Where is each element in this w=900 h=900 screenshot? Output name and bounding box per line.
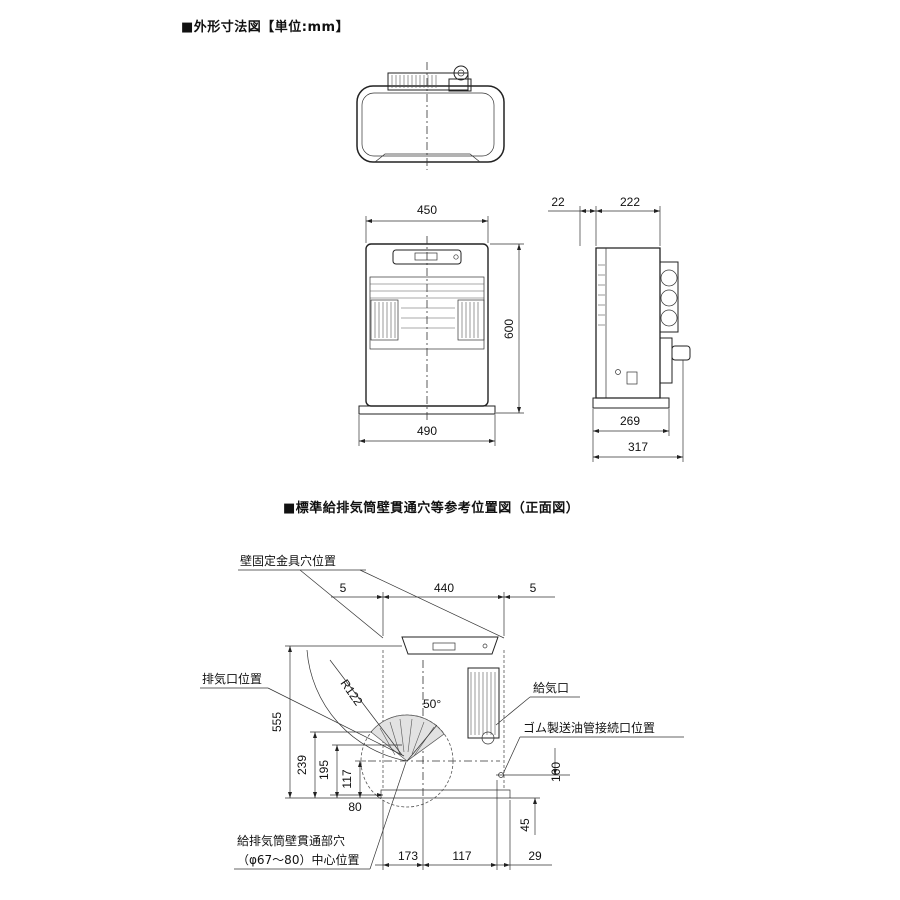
side-view: 22 222 269 317 <box>548 195 691 462</box>
dim-45: 45 <box>518 818 532 832</box>
section-title-dimensions: ■外形寸法図【単位:mm】 <box>181 20 350 35</box>
dim-29: 29 <box>528 849 542 863</box>
section-title-wall-position: ■標準給排気筒壁貫通穴等参考位置図（正面図） <box>283 501 580 516</box>
dim-195: 195 <box>317 760 331 780</box>
dim-right-gap: 5 <box>530 581 537 595</box>
dim-left-gap: 5 <box>340 581 347 595</box>
dim-117b: 117 <box>452 849 471 863</box>
dim-span: 440 <box>434 581 454 595</box>
dim-80: 80 <box>348 800 362 814</box>
intake-port-label: 給気口 <box>533 680 569 695</box>
through-hole-label-1: 給排気筒壁貫通部穴 <box>237 833 345 848</box>
dim-base-width: 490 <box>417 424 437 438</box>
dim-239: 239 <box>295 755 309 775</box>
dim-front-width: 450 <box>417 203 437 217</box>
dim-117: 117 <box>340 769 354 788</box>
wall-position-view: 50° R122 壁固定金具穴位置 5 440 5 排気口位置 <box>200 553 684 870</box>
angle-label: 50° <box>423 697 441 711</box>
rubber-pipe-label: ゴム製送油管接続口位置 <box>523 720 655 735</box>
dim-base-depth: 317 <box>628 440 648 454</box>
top-view <box>356 62 505 170</box>
radius-label: R122 <box>338 677 366 709</box>
dim-front-height: 600 <box>502 319 516 339</box>
front-view: 450 600 490 <box>358 203 524 446</box>
dim-side-offset: 22 <box>551 195 565 209</box>
dim-173: 173 <box>398 849 418 863</box>
dim-160: 160 <box>549 762 563 782</box>
dim-base-inner: 269 <box>620 414 640 428</box>
exhaust-port-label: 排気口位置 <box>202 671 262 686</box>
dim-555: 555 <box>270 712 284 732</box>
through-hole-label-2: （φ67～80）中心位置 <box>237 852 359 867</box>
fixture-hole-label: 壁固定金具穴位置 <box>240 553 336 568</box>
dim-side-depth: 222 <box>620 195 640 209</box>
